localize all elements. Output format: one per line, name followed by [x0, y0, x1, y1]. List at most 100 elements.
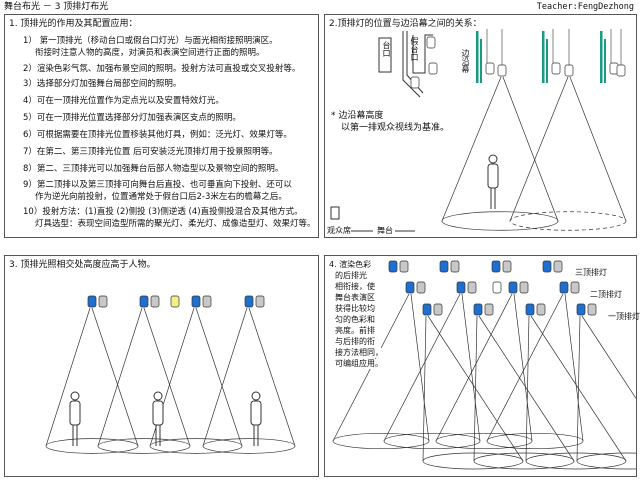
- person-body: [152, 400, 164, 426]
- border-curtain: [600, 31, 603, 83]
- gray-lamp: [502, 260, 512, 273]
- gray-lamp: [150, 295, 160, 308]
- gray-lamp: [484, 303, 494, 316]
- light-beam-edge: [97, 307, 143, 447]
- light-pool-ellipse: [149, 438, 243, 454]
- blue-lamp: [525, 303, 535, 316]
- light-pool-ellipse: [45, 438, 139, 454]
- top-batten-lamp: [564, 64, 574, 77]
- blue-lamp: [559, 281, 569, 294]
- gray-lamp: [467, 281, 477, 294]
- light-beam-edge: [569, 76, 627, 222]
- border-curtain: [542, 31, 545, 83]
- panel-heading-line: 亮度。前排: [335, 326, 375, 336]
- light-pool-ellipse: [202, 438, 296, 454]
- label-proscenium: 台口: [382, 41, 391, 57]
- blue-lamp: [139, 295, 149, 308]
- light-beam-edge: [478, 315, 575, 462]
- row-label-third: 三顶排灯: [575, 268, 607, 277]
- light-pool-ellipse: [383, 432, 481, 450]
- gray-lamp: [433, 303, 443, 316]
- light-beam-edge: [502, 76, 559, 222]
- gray-lamp: [202, 295, 212, 308]
- blue-lamp: [405, 281, 415, 294]
- light-pool-ellipse: [422, 452, 524, 470]
- light-beam-edge: [473, 315, 478, 462]
- person-body: [69, 400, 81, 426]
- border-curtain: [546, 39, 548, 83]
- spotlight-icon: [551, 62, 561, 75]
- function-item: 灯具选型：表现空间造型所需的聚光灯、柔光灯、成像造型灯、效果灯等。: [35, 219, 316, 229]
- function-item: 2）渲染色彩气氛、加强布景空间的照明。投射方法可直投或交叉投射等。: [23, 64, 301, 74]
- row-label-first: 一顶排灯: [608, 312, 640, 321]
- intersection-diagram: [45, 295, 296, 454]
- panel-heading-line: 接方法相同，: [335, 348, 383, 358]
- light-beam-edge: [248, 307, 296, 447]
- border-curtain: [604, 39, 606, 83]
- blue-lamp: [244, 295, 254, 308]
- blue-lamp: [508, 281, 518, 294]
- light-beam-edge: [461, 293, 481, 442]
- light-beam-edge: [91, 307, 139, 447]
- gray-lamp: [553, 260, 563, 273]
- gray-lamp: [450, 260, 460, 273]
- light-pool-ellipse: [473, 452, 575, 470]
- label-audience: 观众席: [327, 226, 351, 235]
- function-item: 1） 第一顶排光（移动台口或假台口灯光）与面光相衔接照明演区。: [23, 36, 278, 46]
- panel-functions: 1. 顶排光的作用及其配置应用： 1） 第一顶排光（移动台口或假台口灯光）与面光…: [4, 14, 319, 238]
- panel-heading-line: 相衔接，使: [335, 282, 375, 292]
- blue-lamp: [473, 303, 483, 316]
- light-pool-ellipse: [486, 432, 584, 450]
- light-beam-edge: [581, 315, 636, 400]
- teacher-credit: Teacher:FengDezhong: [536, 2, 634, 12]
- white-lamp: [492, 281, 502, 294]
- panel-heading-line: 与后排的衔: [335, 337, 375, 347]
- person-head: [70, 391, 80, 401]
- row-label-second: 二顶排灯: [590, 290, 622, 299]
- light-beam-edge: [486, 293, 564, 442]
- gray-lamp: [536, 303, 546, 316]
- color-wash-diagram: [332, 260, 636, 470]
- light-pool-ellipse: [441, 211, 559, 231]
- speaker-icon: [330, 206, 340, 220]
- false-proscenium-frame: [402, 31, 421, 98]
- light-beam-edge: [422, 315, 427, 462]
- border-diagram: [330, 29, 627, 232]
- gray-lamp: [587, 303, 597, 316]
- light-pool-ellipse: [576, 452, 636, 470]
- label-false-proscenium: 假台口: [410, 37, 419, 61]
- person-head: [488, 154, 498, 164]
- spotlight-icon: [485, 62, 495, 75]
- light-pool-ellipse: [525, 452, 627, 470]
- blue-lamp: [388, 260, 398, 273]
- light-beam-edge: [525, 315, 530, 462]
- gray-lamp: [416, 281, 426, 294]
- top-batten-lamp: [497, 64, 507, 77]
- light-beam-edge: [564, 293, 584, 442]
- light-beam-edge: [143, 307, 191, 447]
- light-pool-ellipse: [97, 438, 191, 454]
- panel-heading-line: 获得比较均: [335, 304, 375, 314]
- light-beam-edge: [509, 76, 569, 222]
- light-beam-edge: [45, 307, 91, 447]
- light-beam-edge: [383, 293, 461, 442]
- light-beam-edge: [441, 76, 502, 222]
- panel-heading-line: 可编组应用。: [335, 359, 383, 369]
- blue-lamp: [87, 295, 97, 308]
- proscenium-box: [378, 37, 392, 73]
- light-beam-edge: [410, 293, 430, 442]
- panel-heading-line: 匀的色彩和: [335, 315, 375, 325]
- function-item: 9）第二顶排以及第三顶排可向舞台后直投、也可垂直向下投射、还可以: [23, 180, 292, 190]
- gray-lamp: [399, 260, 409, 273]
- light-beam-edge: [202, 307, 248, 447]
- function-item: 作为逆光向前投射，位置通常处于假台口后2-3米左右的檐幕之后。: [35, 192, 287, 202]
- panel-intersection-height: 3. 顶排光照相交处高度应高于人物。: [4, 255, 319, 477]
- spotlight-icon: [426, 36, 436, 49]
- function-item: 5）可在一顶排光位置选择部分灯加强表演区支点的照明。: [23, 113, 241, 123]
- panel-border-relation: 2.顶排灯的位置与边沿幕之间的关系： 台口 假台口 边沿幕 * 边沿幕高度 以第…: [324, 14, 637, 238]
- function-item: 6）可根据需要在顶排光位置移装其他灯具，例如：泛光灯、效果灯等。: [23, 130, 292, 140]
- function-item: 衔接时注意人物的高度，对演员和表演空间进行正面的照明。: [35, 48, 265, 58]
- panel-heading: 1. 顶排光的作用及其配置应用：: [9, 19, 138, 29]
- blue-lamp: [491, 260, 501, 273]
- spotlight-icon: [410, 76, 420, 89]
